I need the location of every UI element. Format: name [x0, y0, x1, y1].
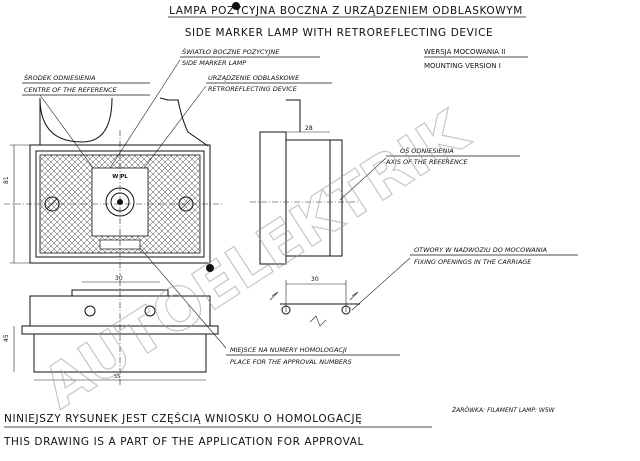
hole-punch-top: [232, 2, 240, 10]
top-view-hole-left: [84, 305, 96, 317]
hole-punch-mid: [206, 264, 214, 272]
title-polish: LAMPA POZYCYJNA BOCZNA Z URZĄDZENIEM ODB…: [169, 5, 523, 17]
callout-openings-en: FIXING OPENINGS IN THE CARRIAGE: [414, 258, 532, 266]
callout-lamp-en: SIDE MARKER LAMP: [182, 59, 246, 67]
callout-reflector-en: RETROREFLECTING DEVICE: [208, 85, 298, 93]
dim-holes-top-value: 30: [115, 275, 123, 282]
bulb-note: ŻARÓWKA: FILAMENT LAMP: W5W: [451, 407, 556, 414]
leader-approval: [139, 247, 227, 349]
dim-side-height-value: 45: [3, 334, 10, 342]
title-english: SIDE MARKER LAMP WITH RETROREFLECTING DE…: [185, 27, 494, 39]
callout-axis-pl: OŚ ODNIESIENIA: [400, 146, 454, 155]
leader-axis: [339, 157, 387, 201]
hole-marker-left: [269, 291, 279, 301]
top-view-hole-right: [144, 305, 156, 317]
callout-reflector-pl: URZĄDZENIE ODBLASKOWE: [208, 74, 300, 82]
dim-depth-value: 28: [305, 125, 313, 132]
screw-slot-right: [180, 198, 192, 210]
footer-english: THIS DRAWING IS A PART OF THE APPLICATIO…: [3, 436, 364, 448]
bracket-left-lobe: [39, 97, 113, 143]
hole-marker-right: [349, 291, 359, 301]
side-view-bracket: [286, 99, 301, 132]
break-symbol: [309, 315, 327, 327]
top-view-bracket: [71, 289, 169, 296]
leader-openings: [351, 257, 411, 311]
version-english: MOUNTING VERSION I: [424, 62, 501, 70]
callout-approval-pl: MIEJSCE NA NUMERY HOMOLOGACJI: [230, 346, 347, 354]
dim-bottom-width-value: 55: [114, 374, 120, 380]
callout-axis-en: AXIS OF THE REFERENCE: [385, 158, 468, 166]
bracket-right: [159, 97, 209, 147]
footer-polish: NINIEJSZY RYSUNEK JEST CZĘŚCIĄ WNIOSKU O…: [4, 412, 362, 425]
callout-centre-en: CENTRE OF THE REFERENCE: [24, 86, 118, 94]
callout-lamp-pl: ŚWIATŁO BOCZNE POZYCYJNE: [182, 47, 280, 56]
dim-openings-value: 30: [311, 276, 319, 283]
version-polish: WERSJA MOCOWANIA II: [424, 48, 505, 56]
callout-openings-pl: OTWORY W NADWOZIU DO MOCOWANIA: [414, 246, 547, 254]
leader-lamp: [109, 59, 181, 169]
fixing-hole-right: [341, 305, 351, 315]
callout-centre-pl: ŚRODEK ODNIESIENIA: [24, 73, 96, 82]
callout-approval-en: PLACE FOR THE APPROVAL NUMBERS: [230, 358, 352, 366]
fixing-hole-left: [281, 305, 291, 315]
dim-height-value: 81: [3, 176, 10, 184]
